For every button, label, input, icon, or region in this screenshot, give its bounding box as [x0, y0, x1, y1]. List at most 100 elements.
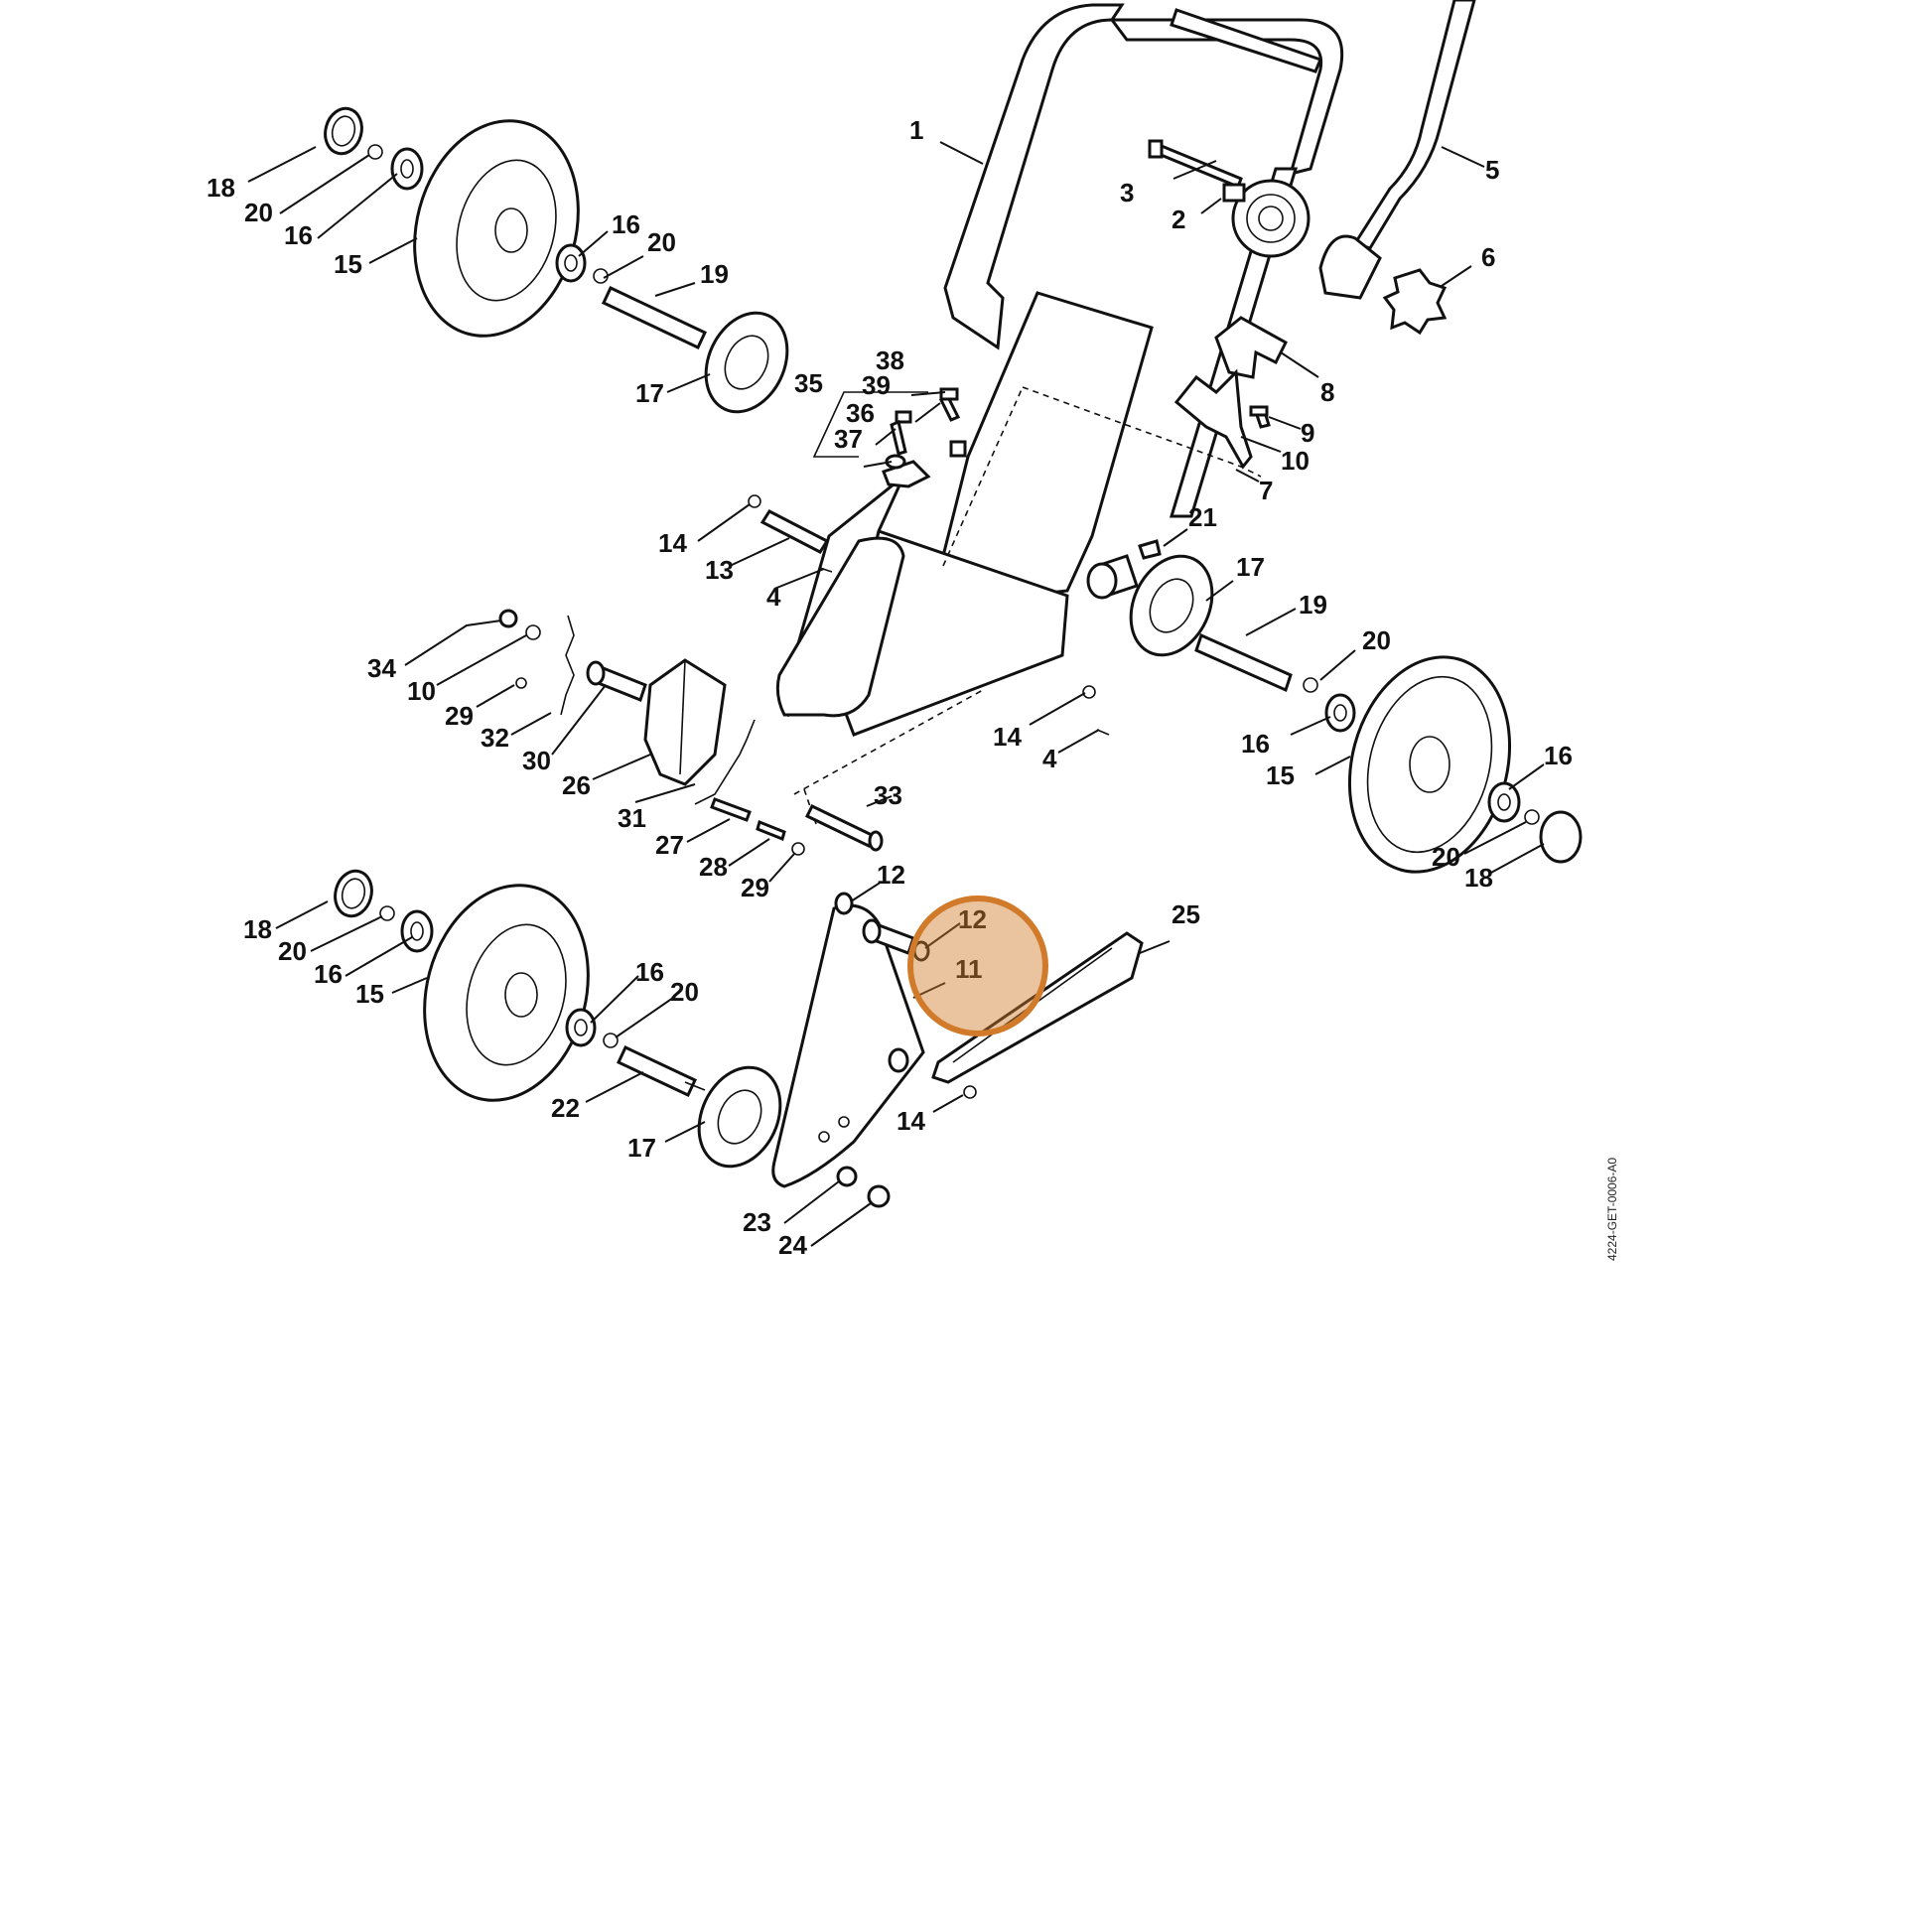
bearing-16-right-b[interactable]	[1487, 781, 1521, 823]
label-14b[interactable]: 14	[993, 722, 1022, 752]
clip-20-right-b[interactable]	[1524, 809, 1540, 825]
cap-18-right[interactable]	[1539, 810, 1583, 864]
clip-14c[interactable]	[963, 1085, 977, 1099]
spacer-2[interactable]	[1222, 183, 1246, 203]
label-12b[interactable]: 12	[958, 904, 987, 934]
bolt-33[interactable]	[804, 804, 884, 852]
nut-34[interactable]	[498, 609, 518, 628]
label-17b[interactable]: 17	[627, 1133, 656, 1163]
bearing-16-bottom-b[interactable]	[565, 1008, 597, 1047]
sleeve-right[interactable]	[1086, 554, 1139, 600]
clip-29b[interactable]	[791, 842, 805, 856]
label-10b[interactable]: 10	[407, 676, 436, 706]
label-39[interactable]: 39	[862, 370, 891, 400]
label-3[interactable]: 3	[1120, 178, 1134, 207]
label-16a[interactable]: 16	[284, 220, 313, 250]
label-5[interactable]: 5	[1485, 155, 1499, 185]
label-14a[interactable]: 14	[658, 528, 687, 558]
washer-23[interactable]	[836, 1166, 858, 1187]
label-20d[interactable]: 20	[670, 977, 699, 1007]
clip-8[interactable]	[1214, 316, 1288, 379]
label-4b[interactable]: 4	[1042, 744, 1057, 773]
label-17a[interactable]: 17	[635, 378, 664, 408]
label-29a[interactable]: 29	[445, 701, 474, 731]
pin-4a[interactable]	[819, 567, 833, 573]
label-35[interactable]: 35	[794, 368, 823, 398]
label-27[interactable]: 27	[655, 830, 684, 860]
pin-13[interactable]	[759, 509, 830, 554]
chassis[interactable]	[775, 291, 1262, 825]
label-12a[interactable]: 12	[877, 860, 905, 890]
label-8[interactable]: 8	[1320, 377, 1334, 407]
nut-12a[interactable]	[834, 892, 854, 915]
clip-20-bottom-b[interactable]	[603, 1033, 619, 1048]
clip-20-bottom[interactable]	[379, 905, 395, 921]
label-18c[interactable]: 18	[1464, 863, 1493, 893]
ring-18-bottom[interactable]	[331, 867, 377, 920]
label-32[interactable]: 32	[481, 723, 509, 753]
lever-26[interactable]	[643, 658, 727, 786]
bearing-16-right-a[interactable]	[1324, 693, 1356, 733]
clip-14a[interactable]	[748, 494, 761, 508]
label-30[interactable]: 30	[522, 746, 551, 775]
washer-17-right[interactable]	[1116, 543, 1228, 668]
label-28[interactable]: 28	[699, 852, 728, 882]
screw-9[interactable]	[1249, 405, 1271, 429]
label-25[interactable]: 25	[1172, 899, 1200, 929]
label-18b[interactable]: 18	[243, 914, 272, 944]
washer-10[interactable]	[525, 624, 541, 640]
label-31[interactable]: 31	[618, 803, 646, 833]
label-10a[interactable]: 10	[1281, 446, 1310, 476]
label-29b[interactable]: 29	[741, 873, 769, 902]
label-22[interactable]: 22	[551, 1093, 580, 1123]
spring-32[interactable]	[560, 615, 575, 716]
label-16d[interactable]: 16	[635, 957, 664, 987]
wheel-15-right[interactable]	[1326, 639, 1533, 891]
lever-plate[interactable]	[771, 903, 925, 1188]
clip-20-right[interactable]	[1303, 677, 1318, 693]
washer-17-top[interactable]	[691, 300, 803, 425]
wheel-15-bottom[interactable]	[401, 867, 611, 1119]
washer-17-bottom[interactable]	[684, 1054, 796, 1179]
label-15c[interactable]: 15	[1266, 760, 1295, 790]
label-9[interactable]: 9	[1301, 418, 1314, 448]
clip-29a[interactable]	[515, 677, 527, 689]
axle-22[interactable]	[617, 1045, 706, 1097]
label-15b[interactable]: 15	[355, 979, 384, 1009]
label-16e[interactable]: 16	[1241, 729, 1270, 759]
axle-19-top[interactable]	[602, 285, 707, 350]
pin-30[interactable]	[586, 660, 647, 702]
ring-18-top[interactable]	[321, 104, 367, 158]
link-bracket[interactable]	[882, 387, 967, 488]
ratchet-plate[interactable]	[1231, 179, 1311, 258]
bolt-3[interactable]	[1148, 139, 1243, 189]
label-36[interactable]: 36	[846, 398, 875, 428]
label-16f[interactable]: 16	[1544, 741, 1573, 770]
label-20b[interactable]: 20	[647, 227, 676, 257]
screw-21[interactable]	[1138, 539, 1162, 560]
label-19b[interactable]: 19	[1299, 590, 1327, 620]
label-16b[interactable]: 16	[612, 209, 640, 239]
label-23[interactable]: 23	[743, 1207, 771, 1237]
label-17c[interactable]: 17	[1236, 552, 1265, 582]
nut-24[interactable]	[867, 1184, 891, 1208]
label-20a[interactable]: 20	[244, 198, 273, 227]
bearing-16-top[interactable]	[390, 147, 424, 191]
bracket-7[interactable]	[1173, 368, 1253, 470]
clip-14b[interactable]	[1082, 685, 1096, 699]
pin-28[interactable]	[756, 819, 786, 842]
bushing-lower[interactable]	[888, 1047, 909, 1073]
label-15a[interactable]: 15	[334, 249, 362, 279]
axle-19-right[interactable]	[1194, 632, 1293, 693]
label-18a[interactable]: 18	[207, 173, 235, 203]
upper-handle[interactable]	[1318, 0, 1476, 300]
label-19a[interactable]: 19	[700, 259, 729, 289]
label-14c[interactable]: 14	[897, 1106, 925, 1136]
spring-31[interactable]	[694, 719, 756, 805]
label-16c[interactable]: 16	[314, 959, 343, 989]
label-2[interactable]: 2	[1172, 205, 1185, 234]
label-26[interactable]: 26	[562, 770, 591, 800]
label-33[interactable]: 33	[874, 780, 902, 810]
wheel-15-top[interactable]	[391, 102, 601, 354]
bearing-16-top-b[interactable]	[555, 243, 587, 283]
